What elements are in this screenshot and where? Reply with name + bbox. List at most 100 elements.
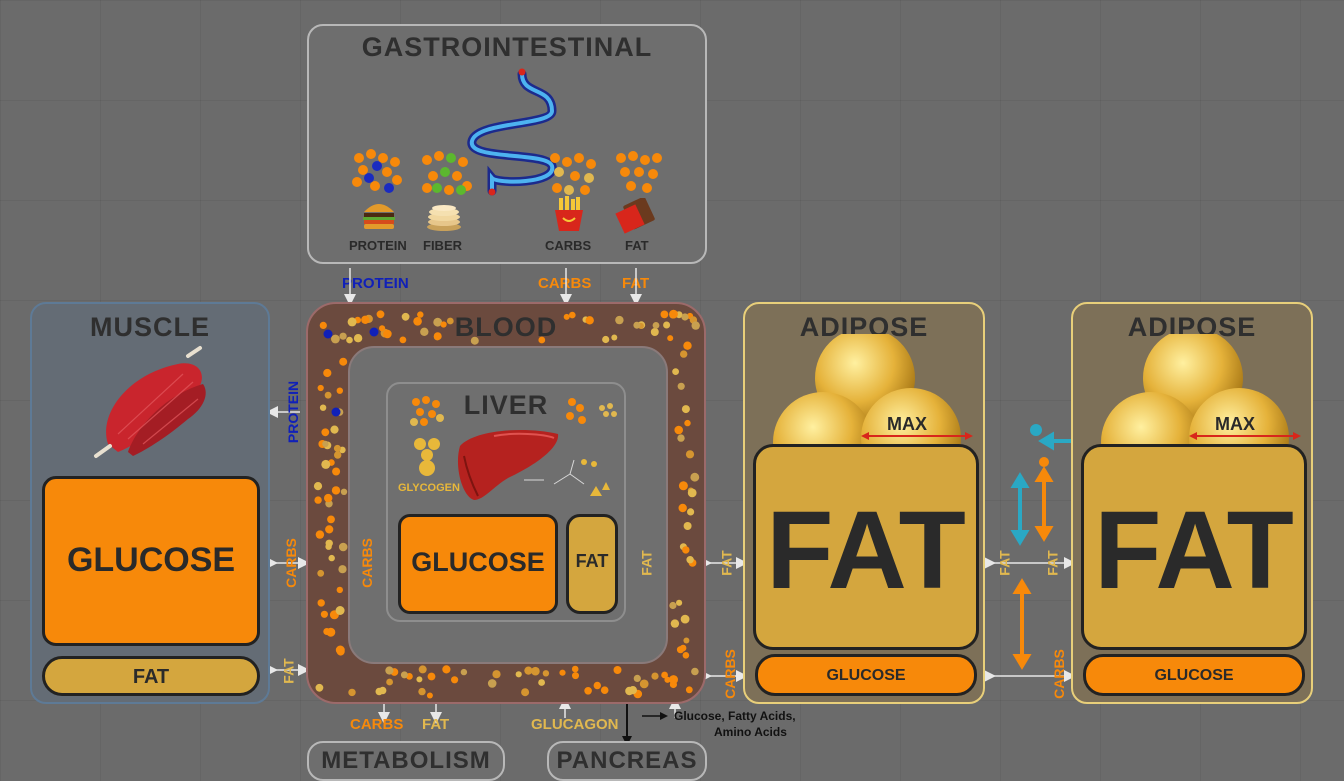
blood-particle <box>664 676 671 683</box>
blood-particle <box>677 434 685 442</box>
blood-particle <box>319 404 327 411</box>
glucagon-flow-label: GLUCAGON <box>531 716 619 733</box>
blood-particle <box>681 405 690 414</box>
molecule-icon <box>524 459 610 496</box>
blood-particle <box>686 556 694 564</box>
blood-particle <box>669 601 677 610</box>
liver-glucose-label: GLUCOSE <box>411 547 545 577</box>
blood-particle <box>652 322 660 329</box>
blood-particle <box>416 676 423 683</box>
blood-particle <box>433 332 442 341</box>
blood-particle <box>669 680 677 689</box>
blood-particle <box>322 440 329 448</box>
pancreas-output-line1: Glucose, Fatty Acids, <box>674 709 796 723</box>
blood-particle <box>680 350 688 358</box>
blood-particle <box>317 569 325 577</box>
adipose-right-fat-block: FAT <box>1081 444 1307 650</box>
protein-muscle-flow-label: PROTEIN <box>285 380 302 444</box>
blood-particle <box>321 428 330 437</box>
blood-particle <box>663 321 671 329</box>
intestine-icon <box>467 68 557 196</box>
blood-particle <box>531 666 540 676</box>
protein-flow-label: PROTEIN <box>342 275 409 292</box>
adipose-left-glucose-block: GLUCOSE <box>755 654 977 696</box>
blood-particle <box>325 525 334 534</box>
adipose-left-fat-label: FAT <box>766 489 966 612</box>
carbs-bottom-flow-label: CARBS <box>350 716 404 733</box>
blood-particle <box>346 336 353 344</box>
liver-glucose-block: GLUCOSE <box>398 514 558 614</box>
fat-between-b-flow-label: FAT <box>1044 550 1061 576</box>
protein-particles-icon <box>352 149 402 193</box>
blood-particle <box>492 670 501 679</box>
blood-particle <box>385 666 394 675</box>
blood-particle <box>685 686 693 694</box>
blood-particle <box>339 357 348 366</box>
fat-particles-icon <box>616 151 662 193</box>
fat-muscle-flow-label: FAT <box>280 658 297 684</box>
adipose-right-glucose-block: GLUCOSE <box>1083 654 1305 696</box>
liver-fat-block: FAT <box>566 514 618 614</box>
blood-particle <box>327 515 335 524</box>
blood-particle <box>542 670 550 677</box>
blood-particle <box>347 317 357 327</box>
liver-panel: LIVER GLYCOGEN GLUCOSE FAT <box>386 382 626 622</box>
liver-organ-icon <box>457 430 559 500</box>
blood-particle <box>678 503 687 513</box>
fat-food-label: FAT <box>625 238 649 253</box>
blood-particle <box>680 614 690 624</box>
blood-particle <box>672 368 679 375</box>
blood-particle <box>690 472 700 482</box>
blood-particle <box>651 672 659 680</box>
blood-particle <box>320 610 328 618</box>
liver-fat-label: FAT <box>575 551 609 571</box>
blood-particle <box>426 692 433 699</box>
blood-particle <box>317 384 324 392</box>
blood-particle <box>685 450 695 459</box>
pancreas-title: PANCREAS <box>556 747 698 774</box>
blood-particle <box>315 683 324 692</box>
blood-particle <box>353 334 363 343</box>
liver-title: LIVER <box>463 390 549 420</box>
fiber-particles-icon <box>422 151 472 195</box>
fat-between-a-flow-label: FAT <box>996 550 1013 576</box>
blood-particle <box>420 327 429 336</box>
blood-particles-icon <box>313 309 700 699</box>
blood-particle <box>687 488 697 498</box>
adipose-left-glucose-label: GLUCOSE <box>826 667 906 684</box>
blood-particle <box>325 543 332 550</box>
blood-particle <box>683 341 692 350</box>
adipose-panel-right: ADIPOSE FAT MAX GLUCOSE <box>1071 302 1313 704</box>
blood-particle <box>418 665 427 674</box>
fat-adipose-flow-label: FAT <box>718 550 735 576</box>
metabolism-panel: METABOLISM <box>307 741 505 781</box>
blood-particle <box>538 336 546 344</box>
blood-particle <box>335 645 345 655</box>
blood-title: BLOOD <box>454 312 558 342</box>
blood-particle <box>427 672 436 681</box>
muscle-fat-block: FAT <box>42 656 260 696</box>
blood-particle <box>328 554 335 562</box>
fat-bottom-flow-label: FAT <box>422 716 450 733</box>
blood-particle <box>678 481 688 491</box>
muscle-glucose-block: GLUCOSE <box>42 476 260 646</box>
blood-particle <box>691 667 699 676</box>
liver-particles-icon <box>410 396 444 426</box>
blood-particle <box>633 674 641 682</box>
blood-particle <box>515 671 522 678</box>
blood-particle <box>339 332 347 340</box>
max-arrow-right-icon <box>1189 432 1301 440</box>
blood-particle <box>376 310 385 319</box>
blood-particle <box>336 387 343 394</box>
carbs-adipose-flow-label: CARBS <box>721 649 738 699</box>
blood-particle <box>315 530 325 539</box>
blood-particle <box>317 599 325 607</box>
gastrointestinal-title: GASTROINTESTINAL <box>361 32 653 62</box>
carbs-liver-flow-label: CARBS <box>358 538 375 588</box>
blood-particle <box>331 334 340 344</box>
blood-particle <box>323 628 331 635</box>
chocolate-icon <box>615 198 655 234</box>
max-arrow-left-icon <box>861 432 973 440</box>
blood-particle <box>639 679 649 689</box>
blood-particle <box>324 391 332 399</box>
